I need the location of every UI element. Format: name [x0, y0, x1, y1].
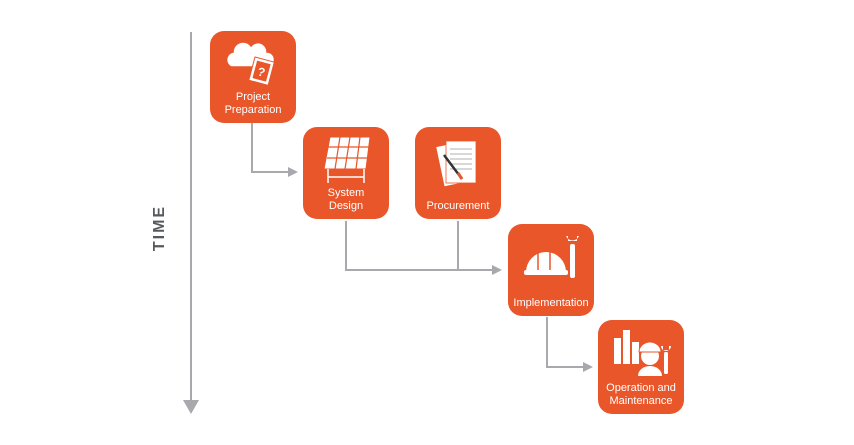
contract-pen-icon — [415, 133, 501, 193]
step-label: Operation and Maintenance — [606, 382, 676, 407]
hardhat-wrench-icon — [508, 230, 594, 286]
time-axis-label: TIME — [151, 204, 168, 252]
connector-impl-ops — [546, 317, 593, 372]
solar-panel-icon — [303, 133, 389, 187]
step-operation-maintenance: Operation and Maintenance — [598, 320, 684, 414]
step-project-preparation: ? Project Preparation — [210, 31, 296, 123]
step-label: Procurement — [426, 200, 490, 212]
connector-prep-design — [251, 115, 298, 177]
worker-chart-icon — [598, 326, 684, 378]
step-system-design: System Design — [303, 127, 389, 219]
cloud-document-icon: ? — [210, 37, 296, 89]
time-axis-arrowhead — [183, 400, 199, 414]
step-procurement: Procurement — [415, 127, 501, 219]
connector-design-impl — [345, 221, 502, 275]
step-label: System Design — [327, 187, 365, 212]
step-label: Project Preparation — [224, 91, 282, 116]
svg-text:?: ? — [256, 64, 267, 79]
step-label: Implementation — [513, 297, 589, 309]
step-implementation: Implementation — [508, 224, 594, 316]
